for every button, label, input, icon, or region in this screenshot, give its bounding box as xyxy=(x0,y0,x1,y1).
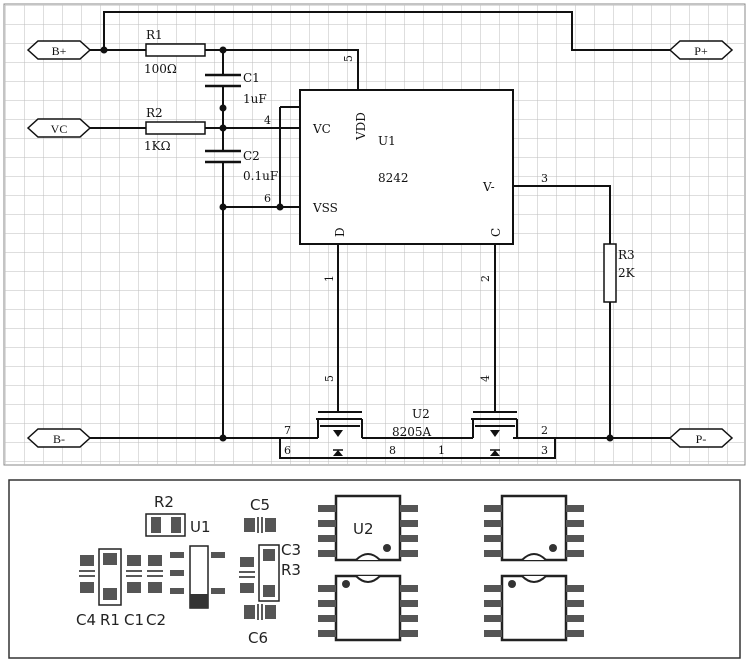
u1-pin-d: D xyxy=(333,227,347,237)
u2-pin-number-4: 4 xyxy=(479,375,492,382)
r3-value: 2K xyxy=(618,266,636,280)
u1-pin-c: C xyxy=(489,228,503,237)
u1-pin-vc: VC xyxy=(312,122,331,136)
u1-pin-number-1: 1 xyxy=(323,275,336,282)
u2-pin-number-7: 7 xyxy=(284,424,291,437)
r3-ref: R3 xyxy=(618,248,635,262)
pcb-label-r1: R1 xyxy=(100,611,120,629)
pcb-footprint-r1[interactable] xyxy=(98,548,122,606)
u1-pin-number-6: 6 xyxy=(264,192,271,205)
c2-value: 0.1uF xyxy=(243,169,278,183)
port-p-plus-label: P+ xyxy=(694,44,708,58)
u1-pin-number-4: 4 xyxy=(264,114,271,127)
capacitor-c2[interactable]: C2 0.1uF xyxy=(205,149,278,183)
capacitor-c1[interactable]: C1 1uF xyxy=(205,71,267,106)
pcb-footprint-c5[interactable] xyxy=(244,517,276,533)
u1-pin-vminus: V- xyxy=(482,180,495,194)
u2-part: 8205A xyxy=(392,425,432,439)
r2-value: 1KΩ xyxy=(144,139,171,153)
u1-part: 8242 xyxy=(378,171,409,185)
pcb-label-r2: R2 xyxy=(154,493,174,511)
port-p-plus[interactable]: P+ xyxy=(668,40,734,60)
junction-dots xyxy=(100,46,614,442)
pcb-footprint-c3-r3[interactable] xyxy=(239,544,280,602)
u1-pin-vdd: VDD xyxy=(354,112,368,141)
u1-pin-vss: VSS xyxy=(312,201,338,215)
pcb-footprint-u2-d[interactable] xyxy=(484,574,584,642)
pcb-label-c2: C2 xyxy=(146,611,166,629)
ic-u1[interactable]: U1 8242 VC VSS V- VDD D C 4 6 3 5 1 2 xyxy=(264,55,548,282)
pcb-label-c6: C6 xyxy=(248,629,268,647)
port-b-plus[interactable]: B+ xyxy=(26,40,92,60)
u2-pin-number-2: 2 xyxy=(541,424,548,437)
u2-pin-number-1: 1 xyxy=(438,444,445,457)
pcb-label-c1: C1 xyxy=(124,611,144,629)
u2-pin-number-5: 5 xyxy=(323,375,336,382)
u1-pin-number-5: 5 xyxy=(342,55,355,62)
pcb-footprint-r2[interactable] xyxy=(145,513,186,537)
u2-pin-number-8: 8 xyxy=(389,444,396,457)
u2-pin-number-3: 3 xyxy=(541,444,548,457)
pcb-footprint-c6[interactable] xyxy=(244,604,276,620)
pcb-footprint-u2-a[interactable] xyxy=(318,494,418,562)
pcb-footprint-u2-c[interactable] xyxy=(484,494,584,562)
pcb-label-r3: R3 xyxy=(281,561,301,579)
pcb-label-c4: C4 xyxy=(76,611,96,629)
resistor-r1[interactable]: R1 100Ω xyxy=(144,28,206,76)
port-vc-label: VC xyxy=(51,122,68,136)
c1-ref: C1 xyxy=(243,71,260,85)
port-p-minus[interactable]: P- xyxy=(668,428,734,448)
u1-pin-number-2: 2 xyxy=(479,275,492,282)
r1-value: 100Ω xyxy=(144,62,177,76)
pcb-footprint-c2[interactable] xyxy=(147,555,163,593)
pcb-footprint-c4[interactable] xyxy=(79,555,95,593)
r2-ref: R2 xyxy=(146,106,163,120)
u1-ref: U1 xyxy=(378,134,396,148)
pcb-label-c3: C3 xyxy=(281,541,301,559)
pcb-label-c5: C5 xyxy=(250,496,270,514)
r1-ref: R1 xyxy=(146,28,163,42)
u2-pin-number-6: 6 xyxy=(284,444,291,457)
ic-u2[interactable]: U2 8205A 5 4 7 6 8 1 2 3 xyxy=(284,375,548,457)
pcb-label-u1: U1 xyxy=(190,518,211,536)
port-b-plus-label: B+ xyxy=(52,44,67,58)
pcb-footprint-u2-b[interactable] xyxy=(318,574,418,642)
pcb-layout-panel: R2 U1 C5 C3 R3 C6 U2 C4 R1 C1 C2 xyxy=(8,479,741,659)
resistor-r2[interactable]: R2 1KΩ xyxy=(144,106,206,153)
pcb-footprint-c1[interactable] xyxy=(126,555,142,593)
c1-value: 1uF xyxy=(243,92,267,106)
port-vc[interactable]: VC xyxy=(26,118,92,138)
u1-pin-number-3: 3 xyxy=(541,172,548,185)
port-b-minus-label: B- xyxy=(53,432,65,446)
pcb-footprint-u1[interactable] xyxy=(170,545,225,609)
port-p-minus-label: P- xyxy=(696,432,707,446)
port-b-minus[interactable]: B- xyxy=(26,428,92,448)
u2-ref: U2 xyxy=(412,407,430,421)
resistor-r3[interactable]: R3 2K xyxy=(603,243,636,303)
pcb-label-u2: U2 xyxy=(353,520,374,538)
c2-ref: C2 xyxy=(243,149,260,163)
